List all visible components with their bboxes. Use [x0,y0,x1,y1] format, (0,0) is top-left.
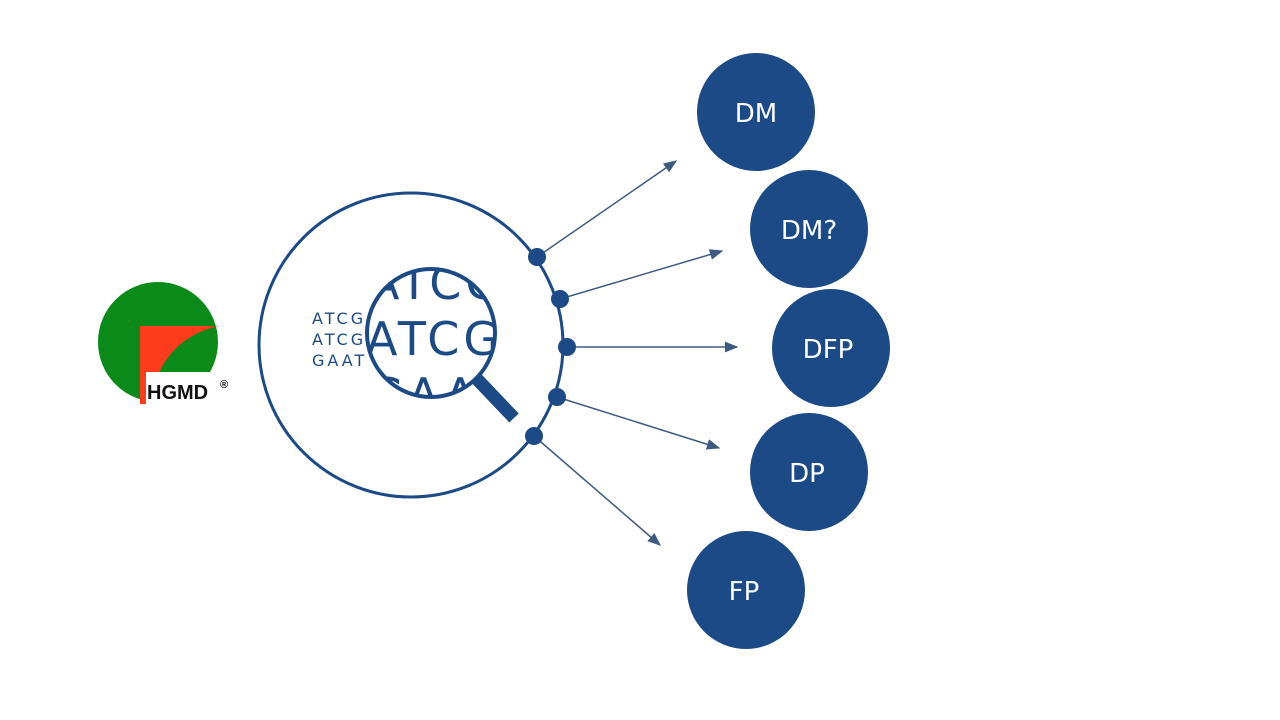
category-fp: FP [687,531,805,649]
logo-text: HGMD [147,382,208,404]
sequence-line-3: GAAT [312,351,367,370]
category-label: DP [789,459,825,489]
arrow-fp [533,435,662,546]
logo-red-swoosh [140,326,218,404]
magnified-sequence-main: ATCG [366,312,503,366]
category-circle [750,413,868,531]
logo-text-bg [146,372,236,408]
category-circle [750,170,868,288]
category-circle [697,53,815,171]
dot-dm [528,248,546,266]
logo-registered-mark: ® [220,379,228,391]
category-dfp: DFP [772,289,890,407]
category-label: DM? [781,216,837,246]
category-dm-uncertain: DM? [750,170,868,288]
category-circle [772,289,890,407]
category-circle [687,531,805,649]
arrow-dm [536,160,678,258]
classification-arrows [533,160,739,546]
category-label: DM [735,99,777,129]
category-label: FP [729,577,760,607]
category-dp: DP [750,413,868,531]
category-dm: DM [697,53,815,171]
magnifying-glass-icon: ATCG ATCG GAAT [365,267,519,423]
dot-dp [548,388,566,406]
arrow-dm-uncertain [559,249,724,300]
category-label: DFP [803,335,854,365]
connection-dots [525,248,576,445]
dot-fp [525,427,543,445]
sequence-line-1: ATCG [312,309,366,328]
dot-dm-uncertain [551,290,569,308]
arrow-dp [556,396,721,450]
dot-dfp [558,338,576,356]
magnifier-handle [471,373,519,423]
sequence-line-2: ATCG [312,330,366,349]
hgmd-logo: HGMD ® [98,282,236,408]
dna-sequence: ATCG ATCG GAAT [312,309,367,370]
